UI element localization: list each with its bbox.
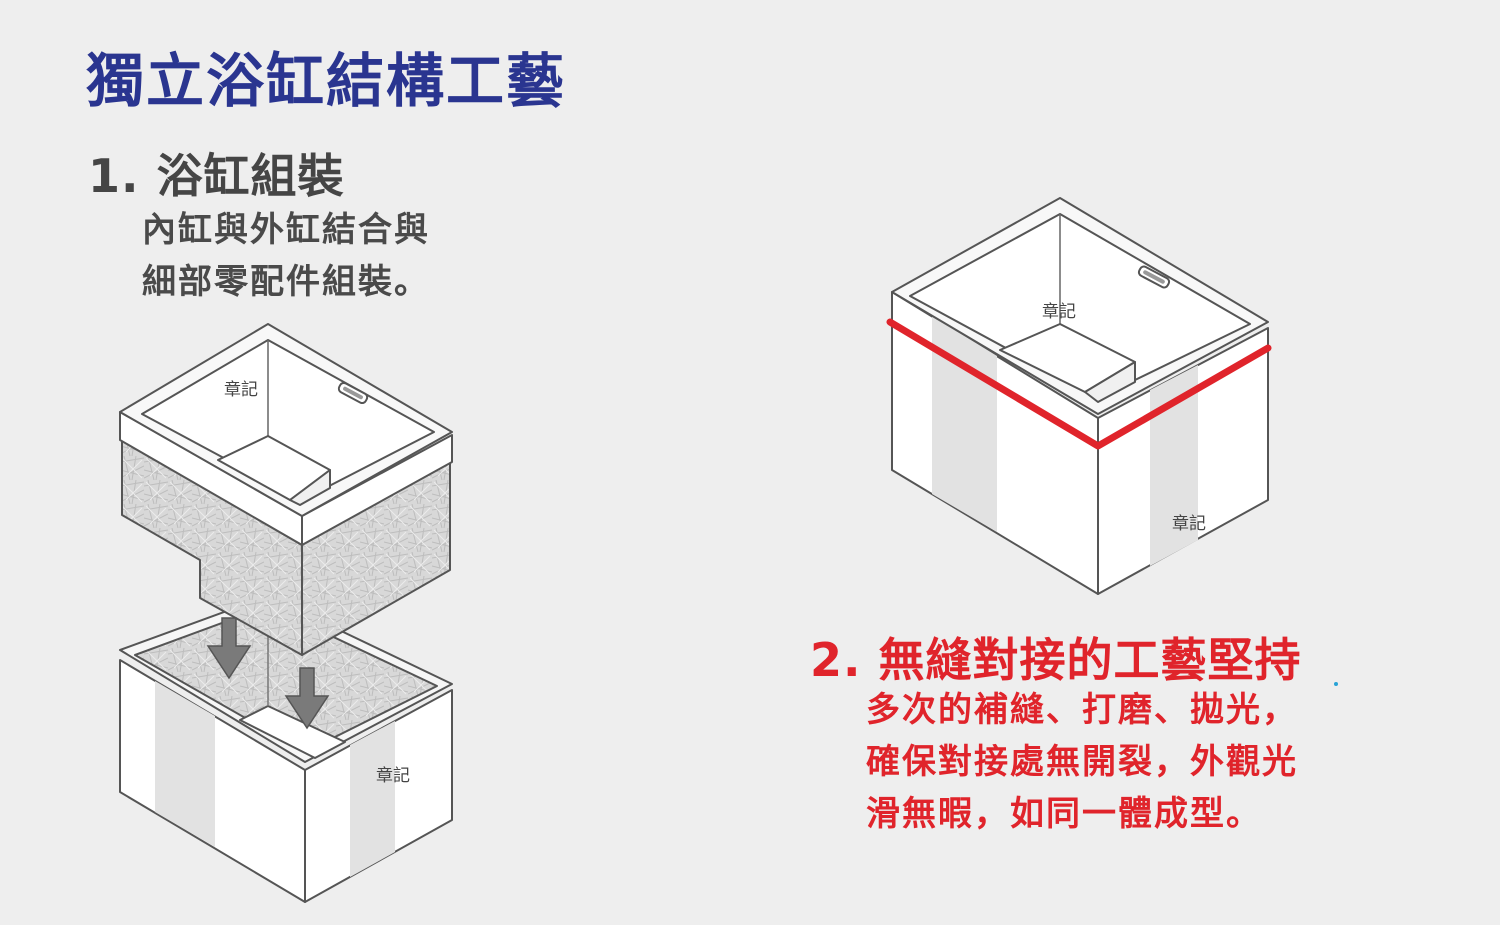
section2-line-2: 確保對接處無開裂，外觀光 — [866, 742, 1298, 782]
stamp-joined-side: 章記 — [1172, 514, 1206, 534]
stamp-joined-top: 章記 — [1042, 302, 1076, 322]
drain-icon — [337, 381, 369, 405]
decorative-dot — [1334, 682, 1338, 686]
stamp-outer-tub: 章記 — [376, 766, 410, 786]
page-title: 獨立浴缸結構工藝 — [86, 47, 567, 115]
stamp-inner-tub: 章記 — [224, 380, 258, 400]
drain-icon — [1137, 265, 1171, 289]
joined-tub — [891, 197, 1269, 595]
inner-tub — [119, 323, 453, 656]
section1-description: 內缸與外缸結合與 細部零配件組裝。 — [142, 204, 430, 308]
seam-line-icon — [886, 318, 1272, 450]
section2-description: 多次的補縫、打磨、拋光， 確保對接處無開裂，外觀光 滑無暇，如同一體成型。 — [866, 684, 1298, 840]
outer-tub-floor — [239, 705, 346, 759]
section1-heading: 1. 浴缸組裝 — [88, 149, 345, 203]
down-arrow-icon — [206, 617, 252, 680]
section1-line-2: 細部零配件組裝。 — [142, 262, 430, 302]
section2-line-1: 多次的補縫、打磨、拋光， — [866, 690, 1298, 730]
inner-tub-rim-front-right — [301, 434, 453, 546]
section2-heading: 2. 無縫對接的工藝堅持 — [810, 633, 1302, 687]
outer-tub — [119, 595, 453, 903]
section2-line-3: 滑無暇，如同一體成型。 — [866, 794, 1262, 834]
section1-line-1: 內缸與外缸結合與 — [142, 210, 430, 250]
down-arrow-icon — [284, 667, 330, 730]
